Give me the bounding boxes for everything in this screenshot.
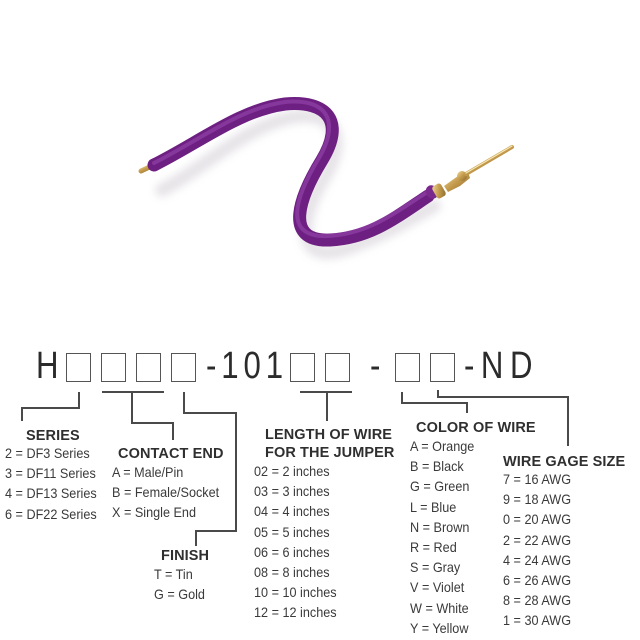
series-connector bbox=[21, 407, 80, 409]
series-item: 2 = DF3 Series bbox=[5, 446, 90, 461]
color-connector bbox=[401, 392, 403, 403]
length-list: 02 = 2 inches 03 = 3 inches 04 = 4 inche… bbox=[254, 462, 343, 624]
series-code-box bbox=[66, 353, 91, 382]
color-item: Y = Yellow bbox=[410, 620, 469, 636]
contact-end-item: B = Female/Socket bbox=[112, 485, 220, 501]
gage-title: WIRE GAGE SIZE bbox=[503, 454, 626, 470]
color-item: W = White bbox=[410, 600, 469, 616]
gage-connector bbox=[437, 390, 439, 398]
series-title: SERIES bbox=[26, 428, 80, 444]
gage-item: 9 = 18 AWG bbox=[503, 492, 572, 508]
gage-item: 6 = 26 AWG bbox=[503, 573, 572, 589]
gage-item: 2 = 22 AWG bbox=[503, 532, 572, 548]
gage-item: 0 = 20 AWG bbox=[503, 512, 572, 528]
gage-code-box bbox=[430, 353, 455, 382]
finish-connector bbox=[195, 530, 237, 532]
color-item: R = Red bbox=[410, 540, 457, 556]
series-item: 6 = DF22 Series bbox=[5, 506, 97, 522]
gage-connector bbox=[437, 396, 569, 398]
contact-end-box-1 bbox=[101, 353, 126, 382]
finish-connector bbox=[195, 530, 197, 546]
series-connector bbox=[78, 392, 80, 409]
color-connector bbox=[401, 402, 468, 404]
contact-end-box-2 bbox=[136, 353, 161, 382]
length-item: 08 = 8 inches bbox=[254, 565, 330, 581]
finish-item: T = Tin bbox=[154, 567, 193, 582]
length-code-box-1 bbox=[290, 353, 315, 382]
part-dash: - bbox=[370, 345, 381, 387]
color-list: A = Orange B = Black G = Green L = Blue … bbox=[410, 437, 479, 639]
finish-connector bbox=[235, 412, 237, 532]
contact-end-item: A = Male/Pin bbox=[112, 465, 184, 480]
contact-end-connector bbox=[102, 391, 164, 393]
color-item: B = Black bbox=[410, 459, 464, 475]
gage-item: 4 = 24 AWG bbox=[503, 552, 572, 568]
series-item: 4 = DF13 Series bbox=[5, 486, 97, 502]
contact-end-connector bbox=[131, 422, 174, 424]
color-item: G = Green bbox=[410, 479, 470, 495]
color-connector bbox=[466, 402, 468, 413]
series-connector bbox=[21, 407, 23, 421]
gage-list: 7 = 16 AWG 9 = 18 AWG 0 = 20 AWG 2 = 22 … bbox=[503, 470, 576, 632]
finish-connector bbox=[183, 412, 237, 414]
jumper-wire-image bbox=[138, 97, 514, 260]
series-item: 3 = DF11 Series bbox=[5, 466, 96, 482]
length-item: 04 = 4 inches bbox=[254, 504, 330, 520]
finish-item: G = Gold bbox=[154, 587, 205, 603]
length-code-box-2 bbox=[325, 353, 350, 382]
contact-end-item: X = Single End bbox=[112, 505, 196, 521]
length-title-line2: FOR THE JUMPER bbox=[265, 445, 395, 461]
color-item: L = Blue bbox=[410, 499, 457, 515]
length-connector bbox=[326, 391, 328, 421]
finish-connector bbox=[183, 392, 185, 414]
finish-code-box bbox=[171, 353, 196, 382]
contact-end-title: CONTACT END bbox=[118, 446, 224, 462]
part-suffix: -ND bbox=[464, 345, 540, 387]
finish-list: T = Tin G = Gold bbox=[154, 565, 209, 605]
gage-connector bbox=[567, 396, 569, 446]
contact-end-connector bbox=[172, 422, 174, 440]
length-item: 02 = 2 inches bbox=[254, 464, 330, 479]
color-title: COLOR OF WIRE bbox=[416, 420, 536, 436]
part-prefix: H bbox=[36, 345, 59, 387]
series-list: 2 = DF3 Series 3 = DF11 Series 4 = DF13 … bbox=[5, 444, 104, 525]
part-middle: -101 bbox=[206, 345, 289, 387]
contact-end-connector bbox=[131, 391, 133, 424]
color-code-box bbox=[395, 353, 420, 382]
length-item: 10 = 10 inches bbox=[254, 585, 337, 601]
gage-item: 7 = 16 AWG bbox=[503, 472, 572, 487]
color-item: A = Orange bbox=[410, 439, 475, 454]
contact-end-list: A = Male/Pin B = Female/Socket X = Singl… bbox=[112, 463, 227, 524]
length-title-line1: LENGTH OF WIRE bbox=[265, 427, 393, 443]
length-item: 05 = 5 inches bbox=[254, 524, 330, 540]
gage-item: 8 = 28 AWG bbox=[503, 593, 572, 609]
length-item: 12 = 12 inches bbox=[254, 605, 337, 621]
length-item: 03 = 3 inches bbox=[254, 484, 330, 500]
color-item: N = Brown bbox=[410, 519, 470, 535]
length-item: 06 = 6 inches bbox=[254, 544, 330, 560]
gage-item: 1 = 30 AWG bbox=[503, 613, 572, 629]
color-item: S = Gray bbox=[410, 560, 461, 576]
jumper-wire-illustration bbox=[138, 97, 514, 260]
color-item: V = Violet bbox=[410, 580, 465, 596]
finish-title: FINISH bbox=[161, 548, 210, 564]
